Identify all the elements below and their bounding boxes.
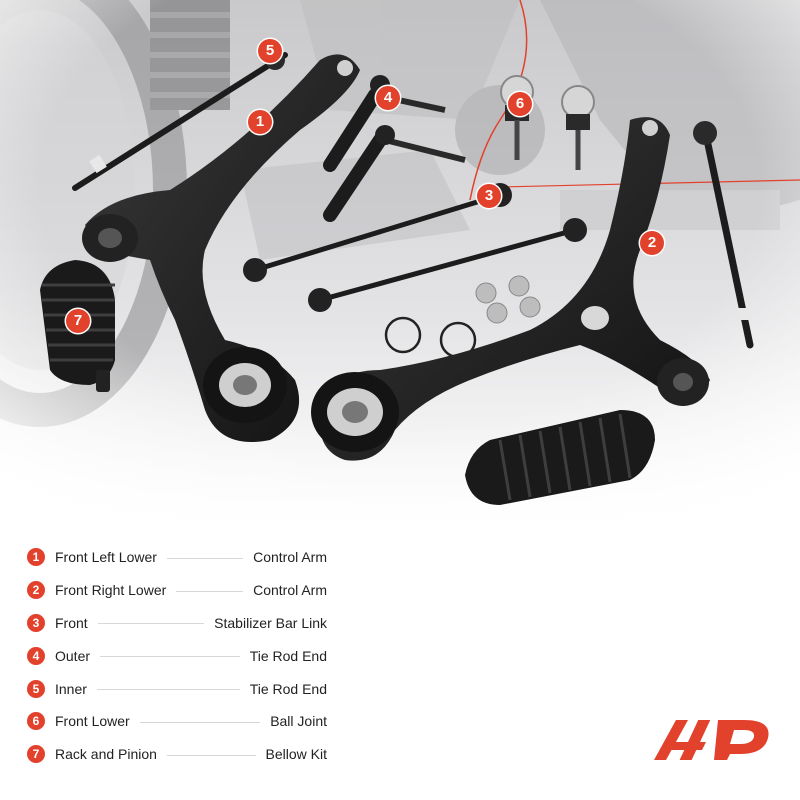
legend-row: 4 Outer Tie Rod End bbox=[27, 639, 327, 672]
leader-line bbox=[166, 754, 256, 756]
legend-row: 5 Inner Tie Rod End bbox=[27, 672, 327, 705]
legend-row: 2 Front Right Lower Control Arm bbox=[27, 574, 327, 607]
legend-position: Front Lower bbox=[55, 713, 130, 730]
legend-row: 6 Front Lower Ball Joint bbox=[27, 705, 327, 738]
legend-number: 7 bbox=[27, 745, 45, 764]
bellows-right bbox=[465, 410, 655, 505]
legend-part: Ball Joint bbox=[270, 713, 327, 730]
legend-part: Control Arm bbox=[253, 549, 327, 566]
legend-position: Front bbox=[55, 614, 88, 631]
callout-badge-3: 3 bbox=[477, 184, 501, 208]
legend-row: 1 Front Left Lower Control Arm bbox=[27, 541, 327, 574]
callout-badge-2: 2 bbox=[640, 231, 664, 255]
legend-part: Tie Rod End bbox=[249, 680, 327, 697]
legend-position: Inner bbox=[55, 680, 87, 697]
parts-photo bbox=[0, 0, 800, 530]
leader-line bbox=[139, 721, 261, 723]
leader-line bbox=[96, 689, 240, 691]
a-premium-logo-icon bbox=[654, 720, 769, 760]
legend-number: 6 bbox=[27, 712, 45, 731]
legend-number: 5 bbox=[27, 679, 45, 698]
legend-number: 4 bbox=[27, 646, 45, 665]
callout-badge-7: 7 bbox=[66, 309, 90, 333]
accent-line bbox=[469, 0, 528, 201]
legend-number: 2 bbox=[27, 581, 45, 600]
left-control-arm bbox=[82, 54, 360, 442]
legend-part: Control Arm bbox=[253, 582, 327, 599]
legend-position: Outer bbox=[55, 647, 91, 664]
legend-number: 1 bbox=[27, 548, 45, 567]
legend-position: Rack and Pinion bbox=[55, 746, 157, 763]
callout-badge-6: 6 bbox=[508, 92, 532, 116]
legend-row: 7 Rack and Pinion Bellow Kit bbox=[27, 738, 327, 771]
legend-number: 3 bbox=[27, 613, 45, 632]
leader-line bbox=[100, 656, 240, 658]
hardware bbox=[384, 275, 541, 359]
callout-badge-1: 1 bbox=[248, 110, 272, 134]
right-inner-tie-rod bbox=[693, 121, 754, 349]
legend-part: Tie Rod End bbox=[249, 647, 327, 664]
parts-legend: 1 Front Left Lower Control Arm 2 Front R… bbox=[27, 541, 327, 771]
legend-position: Front Left Lower bbox=[55, 549, 157, 566]
outer-tie-rod-ends bbox=[323, 75, 466, 222]
leader-line bbox=[97, 623, 205, 625]
callout-badge-4: 4 bbox=[376, 86, 400, 110]
legend-part: Stabilizer Bar Link bbox=[214, 614, 327, 631]
right-control-arm bbox=[311, 117, 710, 461]
callout-badge-5: 5 bbox=[258, 39, 282, 63]
leader-line bbox=[176, 590, 244, 592]
leader-line bbox=[166, 557, 244, 559]
legend-row: 3 Front Stabilizer Bar Link bbox=[27, 607, 327, 640]
legend-part: Bellow Kit bbox=[265, 746, 327, 763]
legend-position: Front Right Lower bbox=[55, 582, 167, 599]
